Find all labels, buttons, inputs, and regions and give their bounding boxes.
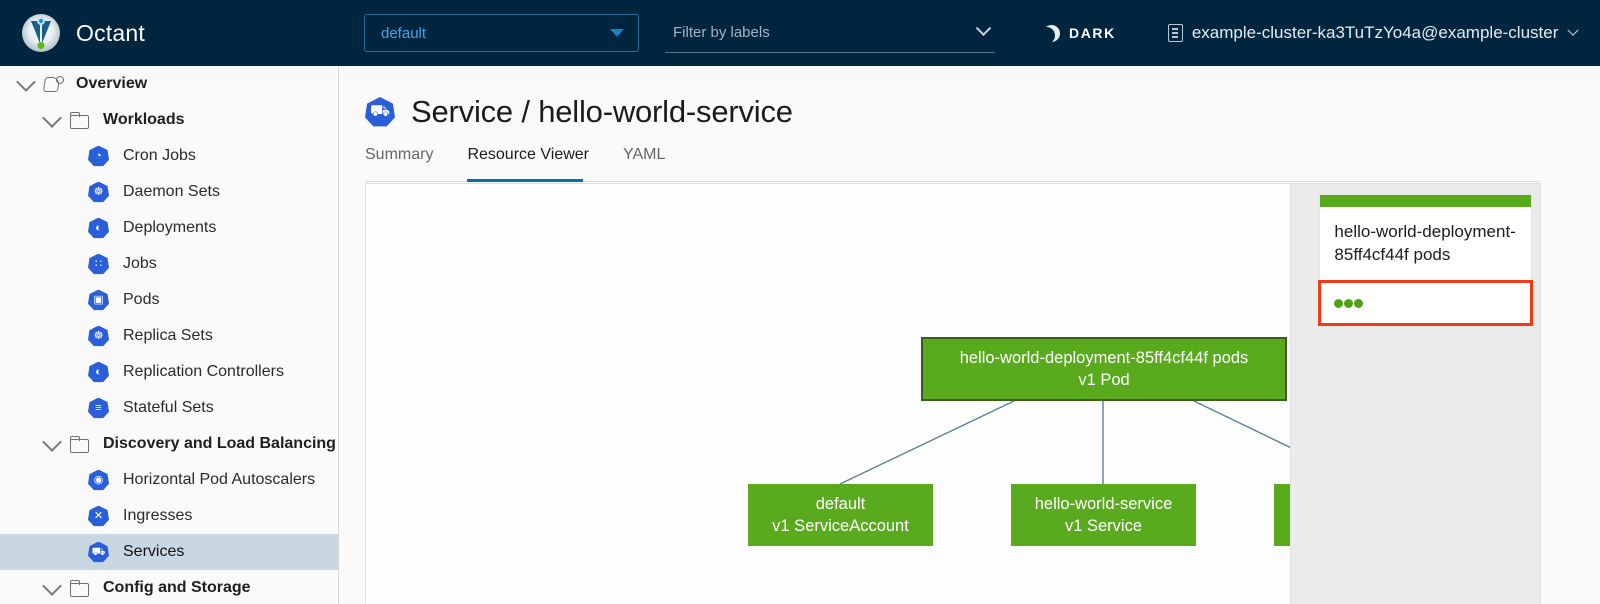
overview-icon [44,75,64,93]
namespace-value: default [381,24,427,42]
k8s-cronjob-icon: ◔ [88,145,109,167]
k8s-statefulset-icon: ≡ [88,397,109,419]
resource-viewer: hello-world-deployment-85ff4cf44f pods v… [365,183,1541,604]
graph-node-kind: v1 Service [1064,517,1143,535]
sidebar-group-label-discovery: Discovery and Load Balancing [103,435,336,452]
pod-status-section[interactable] [1318,280,1534,327]
graph-node-name: hello-world-deployment-85ff4cf44f pods [959,348,1249,367]
moon-icon [1043,25,1060,42]
sidebar-item-ingresses[interactable]: ✕ Ingresses [0,498,338,534]
label-filter-input[interactable]: Filter by labels [665,13,995,53]
k8s-job-icon: ∷ [88,253,109,275]
cluster-icon [1167,24,1183,42]
folder-icon [70,580,89,597]
sidebar-group-workloads[interactable]: Workloads [0,102,338,138]
folder-icon [70,436,89,453]
sidebar-item-horizontal-pod-autoscalers[interactable]: ◉ Horizontal Pod Autoscalers [0,462,338,498]
sidebar-label-pods: Pods [123,291,160,308]
sidebar-label-cron-jobs: Cron Jobs [123,147,196,164]
sidebar-label-replica-sets: Replica Sets [123,327,213,344]
page-title: ⛟ Service / hello-world-service [340,66,1600,130]
cluster-name: example-cluster-ka3TuTzYo4a@example-clus… [1191,23,1559,42]
graph-node-replicaset[interactable]: hello-world-deployment-85ff4cf44f apps/v… [1274,484,1291,546]
sidebar-label-overview: Overview [76,75,148,92]
sidebar-group-label-config-storage: Config and Storage [103,579,251,596]
graph-node-pod[interactable]: hello-world-deployment-85ff4cf44f pods v… [921,337,1287,401]
sidebar-label-jobs: Jobs [123,255,157,272]
chevron-down-icon [975,20,992,37]
tab-resource-viewer[interactable]: Resource Viewer [467,146,603,182]
chevron-down-icon[interactable] [8,71,44,92]
sidebar-group-label-workloads: Workloads [103,111,185,128]
pod-status-dot[interactable] [1354,299,1364,309]
sidebar-item-overview[interactable]: Overview [0,66,338,102]
sidebar-group-discovery[interactable]: Discovery and Load Balancing [0,426,338,462]
graph-node-serviceaccount[interactable]: default v1 ServiceAccount [748,484,933,546]
chevron-down-icon[interactable] [34,575,70,596]
sidebar-item-replication-controllers[interactable]: ◐ Replication Controllers [0,354,338,390]
tab-bar: Summary Resource Viewer YAML [365,146,1540,182]
main-content: ⛟ Service / hello-world-service Summary … [340,66,1600,604]
sidebar-label-deployments: Deployments [123,219,217,236]
octant-logo-icon [22,14,60,52]
theme-toggle[interactable]: DARK [1043,25,1116,42]
graph-edges [839,400,1291,485]
sidebar-item-pods[interactable]: ▣ Pods [0,282,338,318]
sidebar-label-ingresses: Ingresses [123,507,193,524]
tab-yaml[interactable]: YAML [623,146,666,163]
status-bar [1320,195,1532,207]
k8s-deployment-icon: ◐ [88,217,109,239]
chevron-down-icon[interactable] [34,431,70,452]
sidebar-item-services[interactable]: ⛟ Services [0,534,338,570]
k8s-hpa-icon: ◉ [88,469,109,491]
sidebar-label-services: Services [123,543,185,560]
sidebar-item-replica-sets[interactable]: ☸ Replica Sets [0,318,338,354]
tab-summary[interactable]: Summary [365,146,434,163]
triangle-down-icon [610,29,624,37]
graph-node-kind: v1 ServiceAccount [772,517,909,535]
graph-node-name: default [815,494,866,513]
sidebar-item-cron-jobs[interactable]: ◔ Cron Jobs [0,138,338,174]
chevron-down-icon [1567,24,1580,36]
graph-node-kind: v1 Pod [1078,371,1130,389]
graph-node-name: hello-world-service [1034,494,1173,513]
sidebar-item-jobs[interactable]: ∷ Jobs [0,246,338,282]
pod-status-dot[interactable] [1334,299,1344,309]
sidebar-label-stateful-sets: Stateful Sets [123,399,214,416]
sidebar-item-deployments[interactable]: ◐ Deployments [0,210,338,246]
pod-status-dots [1334,299,1364,309]
k8s-daemonset-icon: ☸ [88,181,109,203]
sidebar-label-replication-controllers: Replication Controllers [123,363,284,380]
theme-toggle-label: DARK [1069,25,1116,41]
k8s-service-icon: ⛟ [88,541,109,563]
sidebar-item-stateful-sets[interactable]: ≡ Stateful Sets [0,390,338,426]
graph-node-service[interactable]: hello-world-service v1 Service [1011,484,1196,546]
chevron-down-icon[interactable] [34,107,70,128]
sidebar-item-daemon-sets[interactable]: ☸ Daemon Sets [0,174,338,210]
sidebar-label-daemon-sets: Daemon Sets [123,183,220,200]
resource-detail-card[interactable]: hello-world-deployment-85ff4cf44f pods [1318,194,1534,327]
page-title-text: Service / hello-world-service [411,94,793,129]
sidebar-group-config-storage[interactable]: Config and Storage [0,570,338,604]
namespace-selector[interactable]: default [364,14,639,52]
k8s-service-icon: ⛟ [365,97,395,127]
k8s-pod-icon: ▣ [88,289,109,311]
detail-card-title: hello-world-deployment-85ff4cf44f pods [1334,222,1516,264]
resource-graph-canvas[interactable]: hello-world-deployment-85ff4cf44f pods v… [366,184,1291,604]
cluster-selector[interactable]: example-cluster-ka3TuTzYo4a@example-clus… [1167,23,1580,43]
folder-icon [70,112,89,129]
label-filter-placeholder: Filter by labels [673,24,770,41]
brand[interactable]: Octant [0,0,339,66]
app-header: Octant default Filter by labels DARK exa… [0,0,1600,66]
k8s-replicaset-icon: ☸ [88,325,109,347]
pod-status-dot[interactable] [1344,299,1354,309]
sidebar: Overview Workloads ◔ Cron Jobs ☸ Daemon … [0,66,339,604]
detail-side-panel: hello-world-deployment-85ff4cf44f pods [1290,184,1540,604]
k8s-ingress-icon: ✕ [88,505,109,527]
k8s-replicationcontroller-icon: ◐ [88,361,109,383]
brand-name: Octant [76,19,145,46]
sidebar-label-horizontal-pod-autoscalers: Horizontal Pod Autoscalers [123,471,316,488]
